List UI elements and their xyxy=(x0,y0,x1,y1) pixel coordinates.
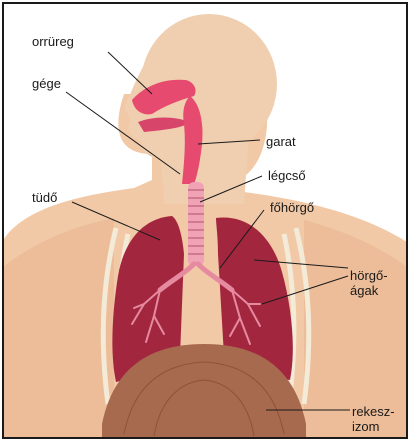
label-pharynx: garat xyxy=(266,134,296,149)
label-bronchial-branches-line1: hörgő- xyxy=(350,268,388,283)
label-lung: tüdő xyxy=(32,190,57,205)
label-main-bronchus: főhörgő xyxy=(270,200,314,215)
label-diaphragm-line1: rekesz- xyxy=(352,404,395,419)
label-bronchial-branches-line2: ágak xyxy=(350,283,378,298)
label-nasal-cavity: orrüreg xyxy=(32,34,74,49)
label-trachea: légcső xyxy=(268,168,306,183)
label-larynx: gége xyxy=(32,76,61,91)
label-diaphragm-line2: izom xyxy=(352,419,379,434)
diagram-frame: orrüreg gége garat légcső tüdő főhörgő h… xyxy=(2,2,408,439)
respiratory-system-illustration xyxy=(4,4,408,439)
trachea xyxy=(188,182,204,266)
